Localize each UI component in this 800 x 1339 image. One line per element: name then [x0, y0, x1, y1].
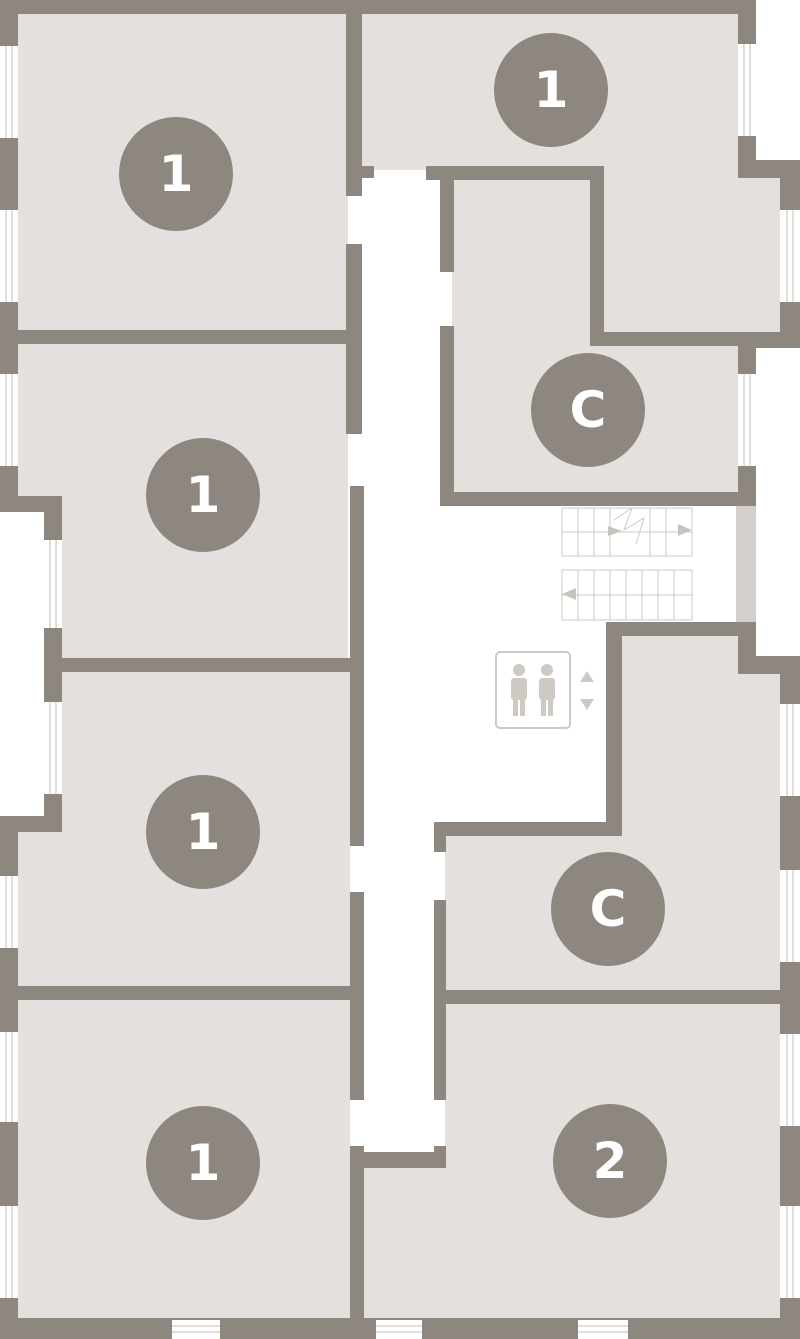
windows — [0, 44, 800, 1339]
unit-badge-top-left[interactable]: 1 — [119, 117, 233, 231]
window-right-6 — [780, 1034, 800, 1126]
window-left-2 — [0, 210, 18, 302]
unit-label: 1 — [186, 466, 221, 524]
unit-label: 1 — [186, 1134, 221, 1192]
window-left-6 — [0, 876, 18, 948]
window-left-8 — [0, 1206, 18, 1298]
window-right-5 — [780, 870, 800, 962]
window-left-1 — [0, 46, 18, 138]
unit-badge-top-right[interactable]: 1 — [494, 33, 608, 147]
unit-badge-left-2[interactable]: 1 — [146, 438, 260, 552]
unit-label: 1 — [534, 61, 569, 119]
elevator-icon — [495, 651, 571, 729]
unit-badge-studio-lower[interactable]: C — [551, 852, 665, 966]
unit-label: 2 — [593, 1132, 628, 1190]
window-left-5 — [44, 702, 62, 794]
unit-badge-bottom-left[interactable]: 1 — [146, 1106, 260, 1220]
stairs-icon — [561, 506, 693, 621]
window-right-3 — [738, 374, 756, 466]
window-left-4 — [44, 540, 62, 628]
unit-floor-studio-lower[interactable] — [445, 630, 780, 992]
window-right-7 — [780, 1206, 800, 1298]
window-bottom-1 — [172, 1320, 220, 1339]
unit-label: 1 — [186, 803, 221, 861]
unit-label: 1 — [159, 145, 194, 203]
unit-badge-bottom-right[interactable]: 2 — [553, 1104, 667, 1218]
window-right-4 — [780, 704, 800, 796]
unit-badge-left-3[interactable]: 1 — [146, 775, 260, 889]
unit-label: C — [570, 381, 607, 439]
up-down-arrows-icon — [580, 671, 594, 710]
window-bottom-2 — [376, 1320, 422, 1339]
window-left-3 — [0, 374, 18, 466]
window-right-2 — [780, 210, 800, 302]
unit-label: C — [590, 880, 627, 938]
unit-badge-studio-upper[interactable]: C — [531, 353, 645, 467]
window-left-7 — [0, 1032, 18, 1122]
window-bottom-3 — [578, 1320, 628, 1339]
window-right-1 — [738, 44, 756, 136]
